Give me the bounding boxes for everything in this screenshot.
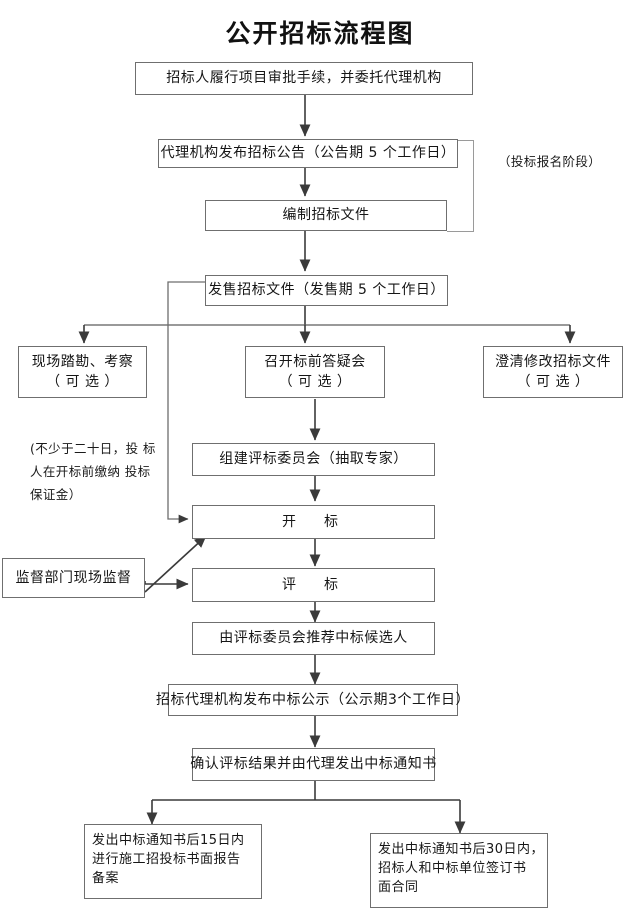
node-pre-bid-meeting-label-line2: （ 可 选 ） — [278, 374, 352, 390]
node-sell-docs[interactable]: 发售招标文件（发售期 5 个工作日） — [205, 275, 448, 306]
node-prepare-docs-label: 编制招标文件 — [282, 207, 370, 224]
node-sell-docs-label: 发售招标文件（发售期 5 个工作日） — [208, 282, 445, 299]
note-deposit: (不少于二十日，投 标人在开标前缴纳 投标保证金） — [30, 437, 160, 506]
node-record-filing[interactable]: 发出中标通知书后15日内 进行施工招投标书面报告 备案 — [84, 824, 262, 899]
node-approval-label: 招标人履行项目审批手续，并委托代理机构 — [166, 70, 442, 87]
node-win-publicity[interactable]: 招标代理机构发布中标公示（公示期3个工作日） — [156, 684, 469, 716]
node-sign-contract[interactable]: 发出中标通知书后30日内， 招标人和中标单位签订书 面合同 — [370, 833, 548, 908]
node-form-committee[interactable]: 组建评标委员会（抽取专家） — [192, 443, 435, 476]
node-pre-bid-meeting-label-line1: 召开标前答疑会 — [264, 353, 366, 370]
node-confirm-notice[interactable]: 确认评标结果并由代理发出中标通知书 — [190, 748, 437, 781]
node-win-publicity-label: 招标代理机构发布中标公示（公示期3个工作日） — [156, 691, 470, 708]
node-bid-opening-label: 开 标 — [282, 513, 345, 530]
node-sign-contract-line2: 招标人和中标单位签订书 — [378, 860, 527, 876]
node-clarify-docs[interactable]: 澄清修改招标文件 （ 可 选 ） — [483, 346, 623, 398]
node-site-survey-label-line1: 现场踏勘、考察 — [31, 353, 134, 370]
node-confirm-notice-label: 确认评标结果并由代理发出中标通知书 — [190, 756, 437, 773]
node-pre-bid-meeting[interactable]: 召开标前答疑会 （ 可 选 ） — [245, 346, 385, 398]
node-form-committee-label: 组建评标委员会（抽取专家） — [219, 451, 408, 468]
node-site-survey-label-line2: （ 可 选 ） — [46, 374, 119, 390]
node-record-filing-line3: 备案 — [92, 870, 120, 886]
node-sign-contract-line3: 面合同 — [378, 879, 419, 895]
node-bid-opening[interactable]: 开 标 — [192, 505, 435, 539]
note-deposit-line1: (不少于二十日，投 — [30, 441, 139, 456]
note-bid-registration-stage: （投标报名阶段） — [498, 154, 602, 169]
note-deposit-line3: 投标保证金） — [30, 464, 151, 503]
bid-registration-group-frame — [447, 140, 474, 232]
page-title: 公开招标流程图 — [225, 19, 415, 48]
node-supervision-label: 监督部门现场监督 — [15, 569, 132, 586]
node-record-filing-line2: 进行施工招投标书面报告 — [92, 851, 241, 867]
node-recommend-candidates-label: 由评标委员会推荐中标候选人 — [219, 630, 408, 647]
node-site-survey[interactable]: 现场踏勘、考察 （ 可 选 ） — [18, 346, 147, 398]
node-prepare-docs[interactable]: 编制招标文件 — [205, 200, 447, 231]
node-approval[interactable]: 招标人履行项目审批手续，并委托代理机构 — [135, 62, 473, 95]
node-bid-evaluation-label: 评 标 — [282, 576, 345, 593]
node-announcement[interactable]: 代理机构发布招标公告（公告期 5 个工作日） — [158, 139, 458, 168]
node-sign-contract-line1: 发出中标通知书后30日内， — [378, 842, 545, 857]
node-supervision[interactable]: 监督部门现场监督 — [2, 558, 145, 598]
node-clarify-docs-label-line1: 澄清修改招标文件 — [495, 353, 611, 370]
node-bid-evaluation[interactable]: 评 标 — [192, 568, 435, 602]
node-clarify-docs-label-line2: （ 可 选 ） — [516, 374, 590, 390]
node-announcement-label: 代理机构发布招标公告（公告期 5 个工作日） — [160, 145, 456, 162]
node-recommend-candidates[interactable]: 由评标委员会推荐中标候选人 — [192, 622, 435, 655]
note-deposit-line2: 标人在开标前缴纳 — [30, 441, 156, 480]
node-record-filing-line1: 发出中标通知书后15日内 — [92, 833, 245, 848]
